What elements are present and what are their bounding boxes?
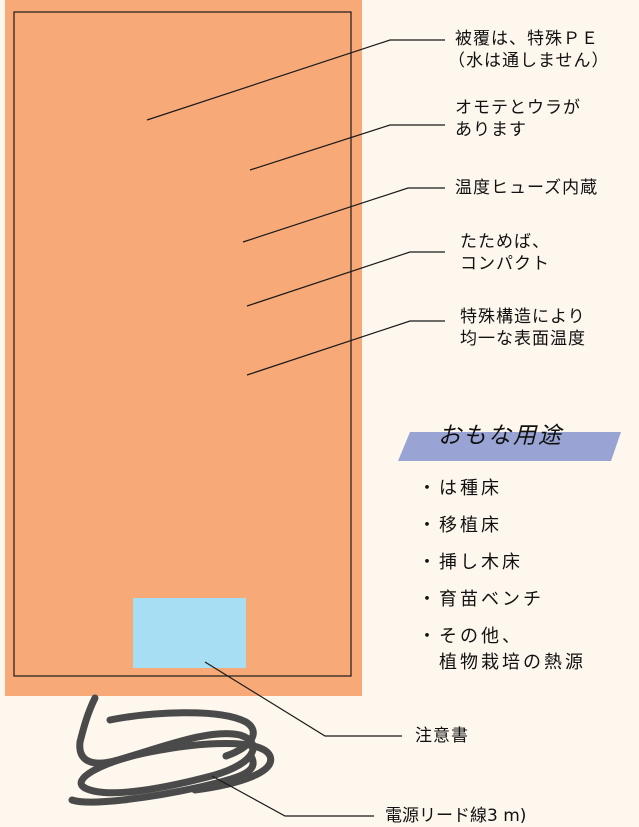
- sides-callout-line2: あります: [455, 120, 527, 140]
- leader-caution: [204, 661, 402, 737]
- sides-callout-line1: オモテとウラが: [455, 98, 581, 118]
- usage-item: ・育苗ベンチ: [418, 589, 544, 610]
- leader-fuse: [242, 187, 445, 243]
- leader-covering: [146, 39, 445, 121]
- fold-callout-line1: たためば、: [460, 232, 550, 252]
- usage-banner: [398, 432, 621, 461]
- leader-fold: [246, 251, 445, 307]
- covering-callout-line2: （水は通しません）: [448, 51, 610, 71]
- caution-label: [133, 598, 246, 668]
- usage-item: ・挿し木床: [418, 552, 523, 573]
- caution-callout: 注意書: [415, 726, 469, 746]
- covering-callout-line1: 被覆は、特殊ＰＥ: [455, 29, 599, 49]
- usage-title: おもな用途: [438, 423, 563, 449]
- fold-callout-line2: コンパクト: [460, 254, 550, 274]
- structure-callout-line2: 均一な表面温度: [460, 329, 586, 349]
- cord-callout: 電源リード線3 m): [385, 806, 527, 826]
- leader-lines: [146, 39, 445, 817]
- fuse-callout: 温度ヒューズ内蔵: [455, 178, 599, 198]
- usage-item: 植物栽培の熱源: [418, 652, 586, 673]
- leader-cord: [211, 775, 374, 817]
- usage-item: ・移植床: [418, 515, 502, 536]
- usage-item: ・その他、: [418, 626, 523, 647]
- usage-item: ・は種床: [418, 478, 502, 499]
- leader-structure: [246, 320, 445, 376]
- usage-list: ・は種床 ・移植床 ・挿し木床 ・育苗ベンチ ・その他、 植物栽培の熱源: [418, 477, 586, 688]
- heating-mat: [5, 0, 362, 696]
- heating-mat-seam: [13, 11, 352, 677]
- leader-sides: [249, 124, 445, 171]
- power-cord: [68, 694, 275, 806]
- structure-callout-line1: 特殊構造により: [460, 307, 586, 327]
